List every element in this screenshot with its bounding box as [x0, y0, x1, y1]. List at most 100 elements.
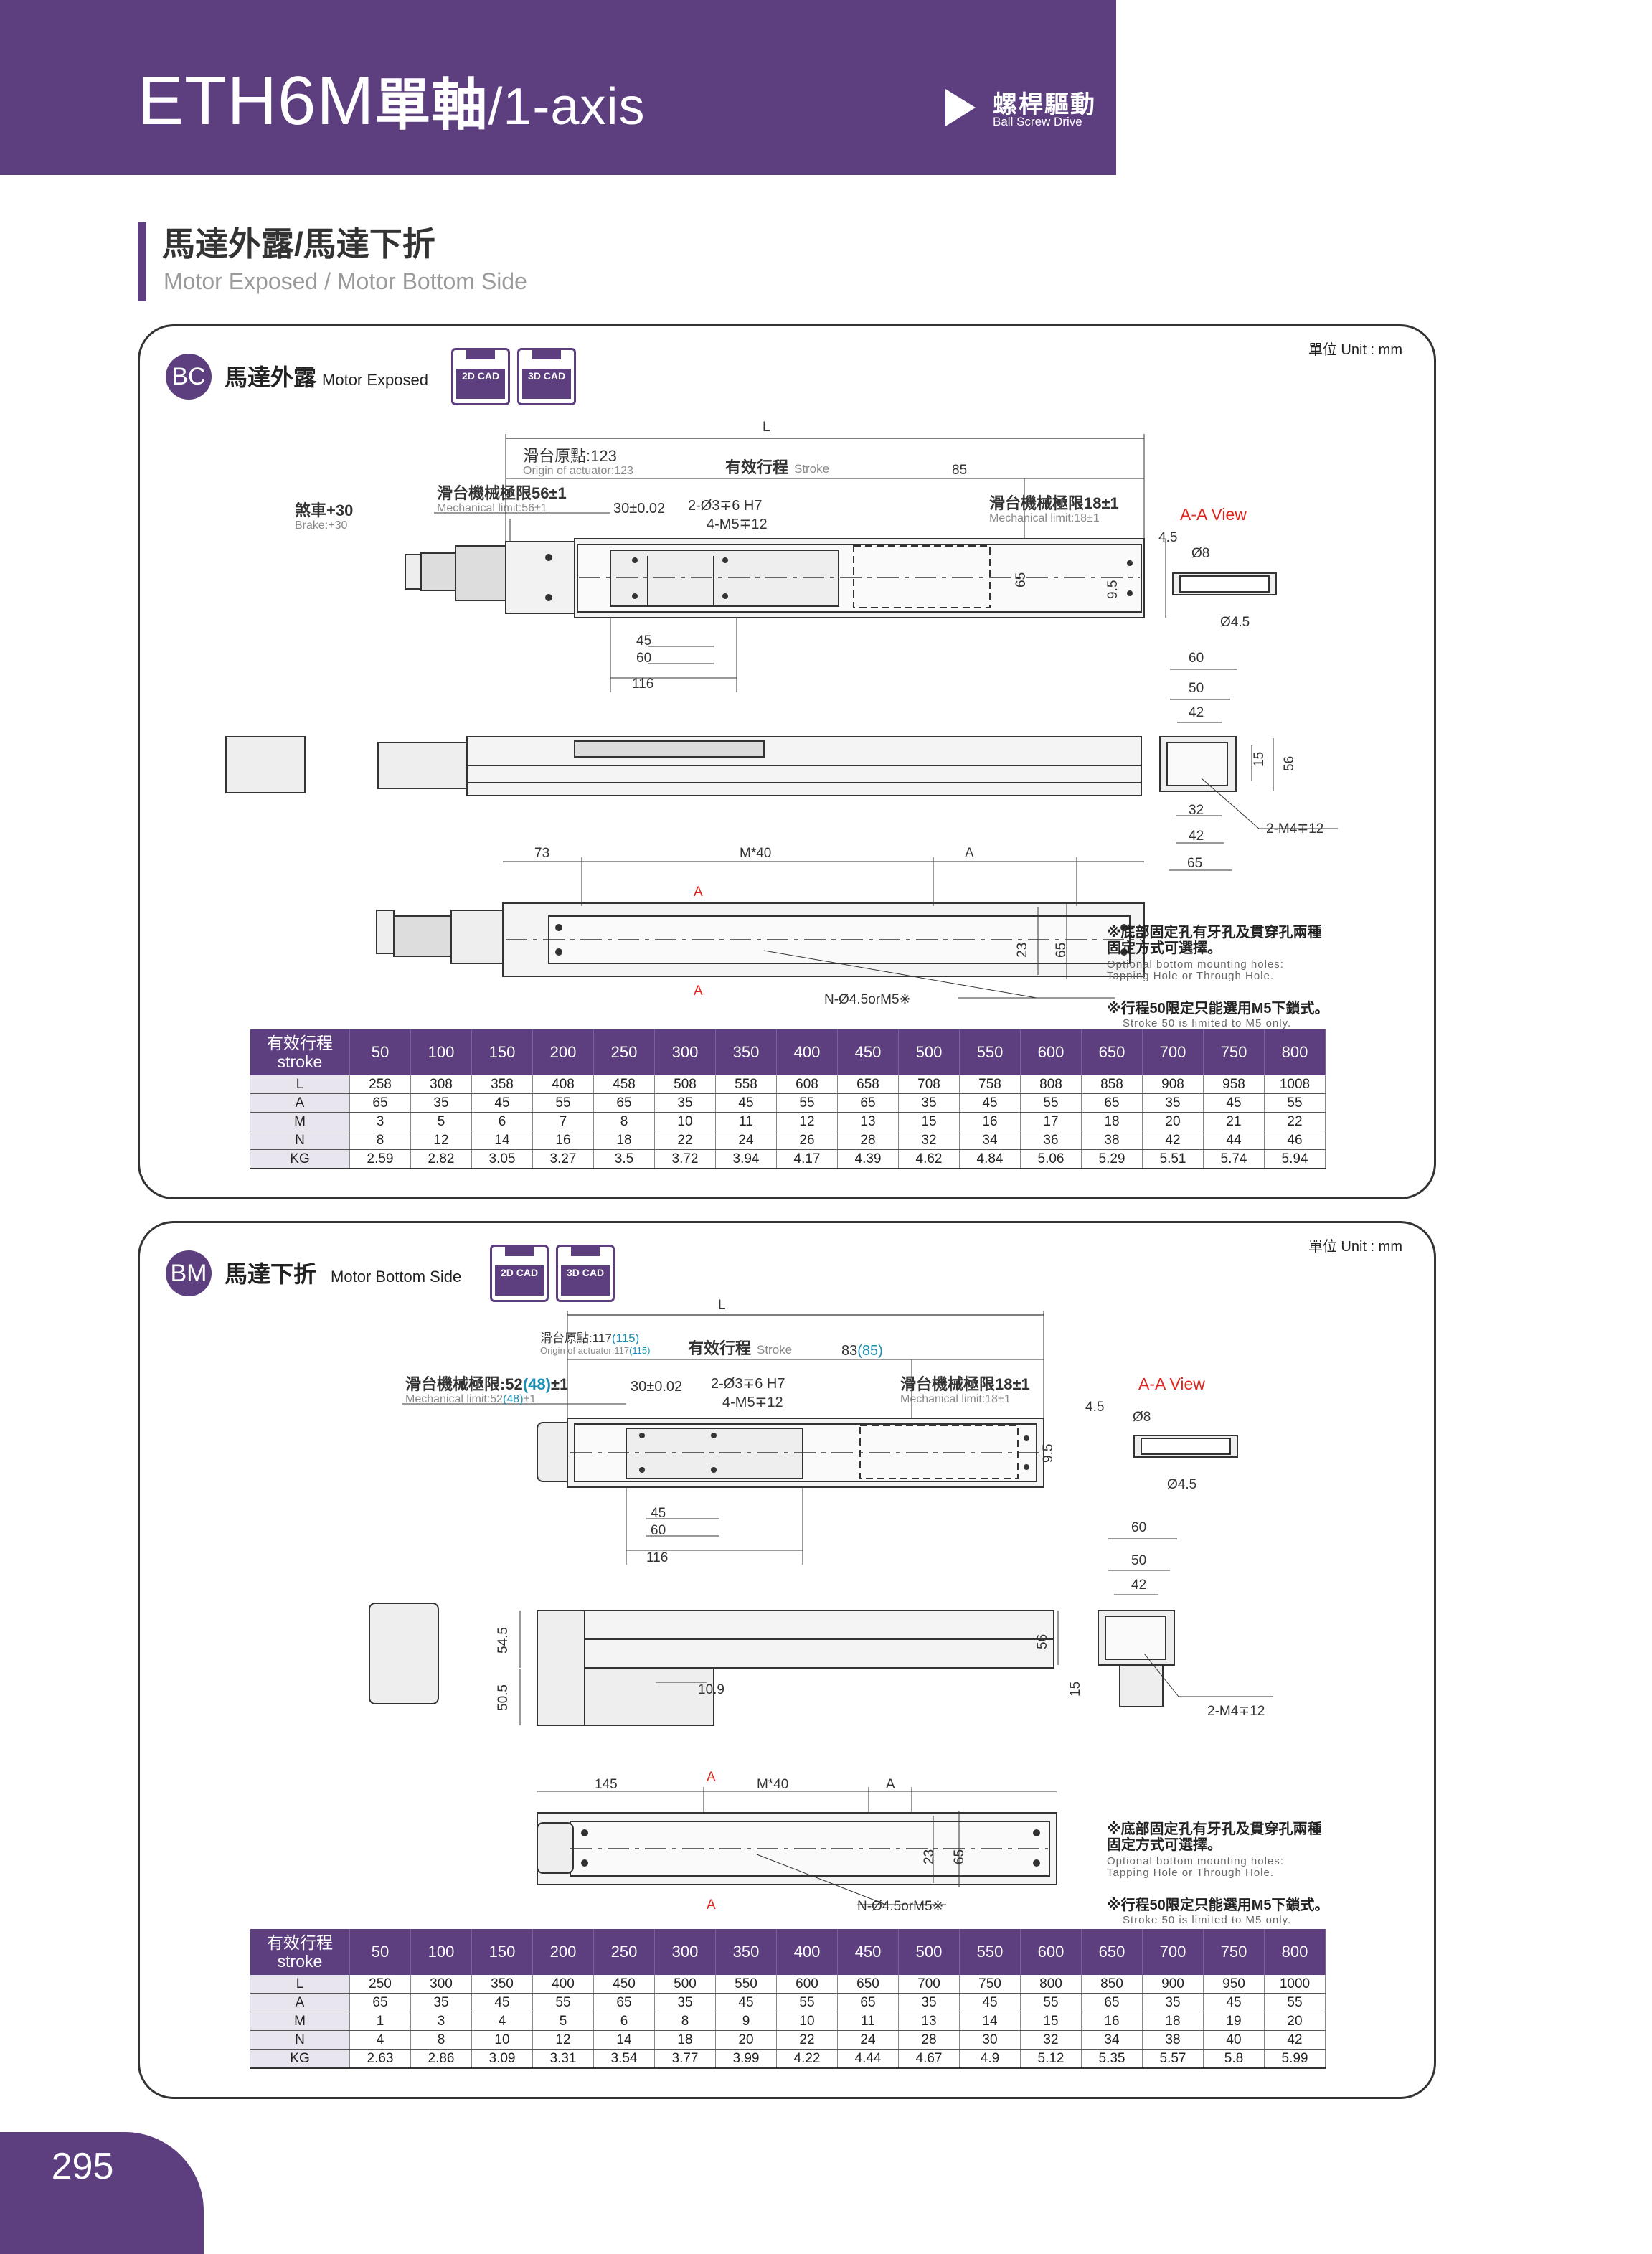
table-cell: 5 — [410, 1112, 472, 1131]
table-cell: 11 — [837, 2012, 899, 2031]
dim-mech-left-en: Mechanical limit:56±1 — [437, 502, 547, 514]
table-cell: 34 — [1081, 2030, 1143, 2050]
stroke-column-header: 500 — [898, 1929, 960, 1975]
table-cell: 14 — [471, 1131, 533, 1150]
table-cell: 908 — [1142, 1075, 1204, 1094]
dim-phi4-5: Ø4.5 — [1167, 1477, 1196, 1492]
dim-stroke-cn: 有效行程 — [688, 1339, 751, 1357]
bm-note2-cn: ※行程50限定只能選用M5下鎖式。 — [1107, 1897, 1329, 1913]
cad-3d-icon[interactable]: 3D CAD — [517, 348, 576, 405]
table-cell: 400 — [532, 1975, 594, 1994]
table-cell: 1 — [349, 2012, 411, 2031]
table-cell: 758 — [959, 1075, 1021, 1094]
table-cell: 65 — [837, 1093, 899, 1113]
bc-title-cn: 馬達外露 — [225, 364, 317, 390]
cad-2d-icon[interactable]: 2D CAD — [451, 348, 510, 405]
stroke-column-header: 700 — [1142, 1029, 1204, 1075]
drive-type-en: Ball Screw Drive — [993, 115, 1082, 128]
dim-L: L — [763, 420, 770, 435]
table-cell: 45 — [715, 1993, 777, 2012]
table-cell: 5.57 — [1142, 2049, 1204, 2069]
bc-title-en: Motor Exposed — [322, 371, 428, 389]
stroke-column-header: 650 — [1081, 1029, 1143, 1075]
model-name: ETH6M — [138, 62, 375, 139]
table-cell: 8 — [593, 1112, 655, 1131]
dim-4-5: 4.5 — [1158, 530, 1177, 545]
table-cell: 17 — [1020, 1112, 1082, 1131]
table-cell: 5.12 — [1020, 2049, 1082, 2069]
table-cell: 36 — [1020, 1131, 1082, 1150]
table-cell: 550 — [715, 1975, 777, 1994]
table-cell: 5.29 — [1081, 1149, 1143, 1169]
bm-end-view — [369, 1603, 439, 1704]
dim-mech-left-cn: 滑台機械極限56±1 — [437, 484, 567, 502]
stroke-column-header: 200 — [532, 1029, 594, 1075]
cad-2d-icon[interactable]: 2D CAD — [490, 1245, 549, 1302]
table-cell: 5.94 — [1264, 1149, 1326, 1169]
table-cell: 2.86 — [410, 2049, 472, 2069]
dim-mech-right-cn: 滑台機械極限18±1 — [900, 1375, 1030, 1393]
table-cell: 65 — [593, 1093, 655, 1113]
table-cell: 24 — [837, 2030, 899, 2050]
stroke-column-header: 300 — [654, 1929, 716, 1975]
dim-phi4-5: Ø4.5 — [1220, 615, 1250, 630]
table-cell: 4.44 — [837, 2049, 899, 2069]
table-cell: 14 — [959, 2012, 1021, 2031]
table-cell: 3 — [349, 1112, 411, 1131]
dim-45: 45 — [651, 1506, 666, 1521]
table-cell: 35 — [898, 1993, 960, 2012]
axis-cn: 單軸 — [374, 73, 488, 136]
table-cell: 8 — [654, 2012, 716, 2031]
cad-3d-label: 3D CAD — [561, 1265, 610, 1296]
bc-note1-en: Optional bottom mounting holes: Tapping … — [1107, 958, 1284, 982]
aa-view-label: A-A View — [1180, 505, 1247, 524]
dim-phi8: Ø8 — [1191, 546, 1209, 561]
bottom-A: A — [965, 846, 974, 861]
table-cell: 12 — [532, 2030, 594, 2050]
row-label: KG — [250, 1149, 350, 1169]
table-cell: 65 — [1081, 1993, 1143, 2012]
table-cell: 350 — [471, 1975, 533, 1994]
table-cell: 55 — [1020, 1993, 1082, 2012]
dim-60: 60 — [651, 1523, 666, 1538]
bottom-65: 65 — [952, 1849, 967, 1864]
bottom-m40: M*40 — [740, 846, 771, 861]
table-cell: 26 — [776, 1131, 838, 1150]
bm-note-stroke50: ※行程50限定只能選用M5下鎖式。 Stroke 50 is limited t… — [1107, 1893, 1328, 1926]
dim-origin-cn: 滑台原點:123 — [523, 447, 617, 465]
dim-mech-left-en: Mechanical limit:52(48)±1 — [405, 1393, 536, 1405]
bc-badge: BC — [166, 354, 212, 400]
stroke-column-header: 600 — [1020, 1029, 1082, 1075]
side-10-9: 10.9 — [698, 1682, 724, 1697]
stroke-column-header: 300 — [654, 1029, 716, 1075]
table-cell: 42 — [1142, 1131, 1204, 1150]
table-cell: 808 — [1020, 1075, 1082, 1094]
play-arrow-icon — [945, 89, 976, 126]
end-56: 56 — [1035, 1634, 1050, 1649]
dim-116: 116 — [632, 676, 653, 692]
table-cell: 55 — [1264, 1093, 1326, 1113]
table-cell: 3.77 — [654, 2049, 716, 2069]
table-cell: 3 — [410, 2012, 472, 2031]
cad-3d-icon[interactable]: 3D CAD — [556, 1245, 615, 1302]
table-cell: 40 — [1203, 2030, 1265, 2050]
table-cell: 35 — [410, 1093, 472, 1113]
end-50: 50 — [1131, 1553, 1146, 1568]
dim-hole-m5: 4-M5∓12 — [722, 1395, 783, 1410]
bm-title-en: Motor Bottom Side — [331, 1268, 462, 1286]
table-cell: 55 — [532, 1093, 594, 1113]
bc-dimension-labels: L 滑台原點:123 Origin of actuator:123 有效行程 S… — [295, 420, 1323, 1007]
table-cell: 65 — [349, 1093, 411, 1113]
side-50-5: 50.5 — [496, 1684, 511, 1711]
bottom-145: 145 — [595, 1777, 618, 1792]
dim-mech-left-cn: 滑台機械極限:52(48)±1 — [405, 1375, 568, 1393]
dim-85: 85 — [952, 463, 967, 478]
